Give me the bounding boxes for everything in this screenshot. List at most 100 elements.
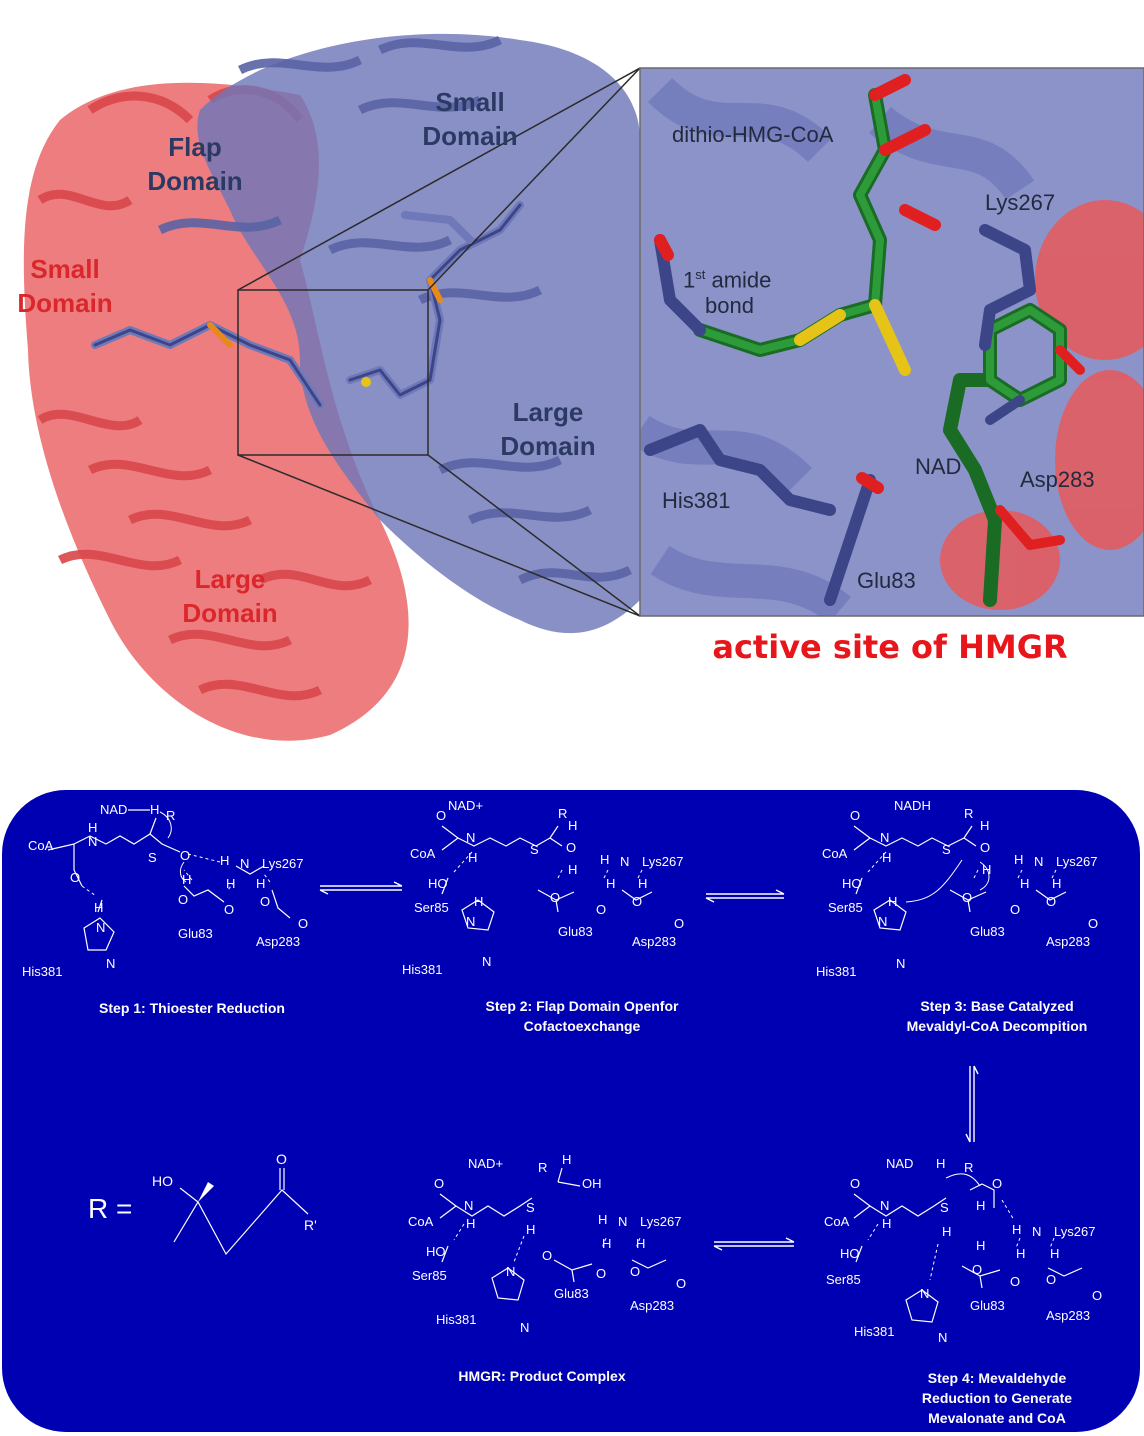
r-group-ho: HO [152, 1173, 173, 1189]
step4-his: His381 [854, 1324, 894, 1339]
step3-n-his: N [878, 914, 887, 929]
step1-glu: Glu83 [178, 926, 213, 941]
equilibrium-arrows [319, 881, 979, 1251]
step4-n-amide: N [880, 1198, 889, 1213]
product-o-asp: O [630, 1264, 640, 1279]
step1-o: O [180, 848, 190, 863]
step2-h: H [568, 818, 577, 833]
small-domain-red-label: Small Domain [0, 252, 130, 320]
zoom-indicator [237, 67, 641, 617]
step4-nad: NAD [886, 1156, 913, 1171]
step1-h-glu: H [182, 872, 191, 887]
large-domain-blue-label: Large Domain [478, 395, 618, 463]
step4-lys: Lys267 [1054, 1224, 1095, 1239]
r-group-structure: HO O R' [152, 1151, 317, 1256]
step4-asp: Asp283 [1046, 1308, 1090, 1323]
step1-h-amide: H [88, 820, 97, 835]
product-n-amide: N [464, 1198, 473, 1213]
step2-h-amide: H [468, 850, 477, 865]
small-domain-red-label-line1: Small [30, 254, 100, 284]
step2-n-lys: N [620, 854, 629, 869]
step2-n-his2: N [482, 954, 491, 969]
step3-o-glu2: O [1010, 902, 1020, 917]
step2-r: R [558, 806, 567, 821]
flap-domain-label: Flap Domain [130, 130, 260, 198]
step4-h-lys: H [1012, 1222, 1021, 1237]
step4-o-asp: O [1046, 1272, 1056, 1287]
step1-coa: CoA [28, 838, 54, 853]
step4-coa: CoA [824, 1214, 850, 1229]
step4-o-amide: O [850, 1176, 860, 1191]
nad-label: NAD [915, 454, 962, 479]
step2-caption: Step 2: Flap Domain Openfor Cofactoexcha… [442, 996, 722, 1036]
large-domain-blue-label-line2: Domain [500, 431, 596, 461]
product-h-amide: H [466, 1216, 475, 1231]
step3-o: O [980, 840, 990, 855]
ligand-sticks [91, 201, 524, 409]
step3-nadh: NADH [894, 798, 931, 813]
step4-glu: Glu83 [970, 1298, 1005, 1313]
step1-o-asp2: O [298, 916, 308, 931]
protein-cartoon-graphic [23, 33, 1144, 741]
step2-his: His381 [402, 962, 442, 977]
step3-o-glu: O [962, 890, 972, 905]
product-complex-structure: NAD+ R H OH O N CoA S H H H N Lys267 HO … [408, 1152, 686, 1335]
step3-glu: Glu83 [970, 924, 1005, 939]
step4-n-his: N [920, 1286, 929, 1301]
product-his: His381 [436, 1312, 476, 1327]
step4-h-c: H [976, 1198, 985, 1213]
step1-n-lys: N [240, 856, 249, 871]
lys267-label: Lys267 [985, 190, 1056, 215]
product-caption-line1: HMGR: Product Complex [458, 1368, 626, 1384]
step1-h-his: H [94, 900, 103, 915]
step2-ho: HO [428, 876, 448, 891]
step2-h-o: H [568, 862, 577, 877]
step1-n-amide: N [88, 834, 97, 849]
amide-bond-label-line2: bond [705, 293, 754, 318]
step3-ho: HO [842, 876, 862, 891]
amide-superscript: st [695, 267, 706, 282]
product-h-lys2: H [602, 1236, 611, 1251]
step2-lys: Lys267 [642, 854, 683, 869]
step2-o-asp2: O [674, 916, 684, 931]
large-domain-red-label-line2: Domain [182, 598, 278, 628]
step3-structure: NADH R H O N CoA S O H H N Lys267 H HO H… [816, 798, 1098, 979]
step3-o-asp: O [1046, 894, 1056, 909]
step2-coa: CoA [410, 846, 436, 861]
step2-s: S [530, 842, 539, 857]
step4-h-amide: H [882, 1216, 891, 1231]
step3-asp: Asp283 [1046, 934, 1090, 949]
step4-caption-line1: Step 4: Mevaldehyde [927, 1370, 1067, 1386]
amide-bond-label: 1st amide [683, 260, 771, 295]
product-n-his: N [506, 1264, 515, 1279]
product-caption: HMGR: Product Complex [412, 1366, 672, 1386]
step4-h-glu: H [976, 1238, 985, 1253]
step3-n-his2: N [896, 956, 905, 971]
product-h-lys: H [598, 1212, 607, 1227]
active-site-title: active site of HMGR [712, 628, 1068, 666]
his381-label: His381 [662, 488, 731, 513]
product-nad-plus: NAD+ [468, 1156, 503, 1171]
step3-h-amide: H [882, 850, 891, 865]
step2-o: O [566, 840, 576, 855]
mechanism-scheme: NAD H R H N CoA S O H N Lys267 O H H H H… [22, 798, 1102, 1345]
step2-caption-line1: Step 2: Flap Domain Openfor [485, 998, 679, 1014]
product-r: R [538, 1160, 547, 1175]
large-domain-red-label-line1: Large [194, 564, 266, 594]
step3-o-asp2: O [1088, 916, 1098, 931]
step4-caption: Step 4: Mevaldehyde Reduction to Generat… [882, 1368, 1112, 1428]
step4-n-his2: N [938, 1330, 947, 1345]
step4-n-lys: N [1032, 1224, 1041, 1239]
amide-number: 1 [683, 267, 696, 293]
product-s: S [526, 1200, 535, 1215]
flap-domain-label-line2: Domain [147, 166, 243, 196]
step3-h: H [980, 818, 989, 833]
step3-h-o: H [982, 862, 991, 877]
large-domain-blue-label-line1: Large [512, 397, 584, 427]
product-lys: Lys267 [640, 1214, 681, 1229]
step2-glu: Glu83 [558, 924, 593, 939]
step4-h-lys2: H [1016, 1246, 1025, 1261]
step4-structure: NAD H R O O N CoA S H H H H N Lys267 H H… [824, 1156, 1102, 1345]
product-ho: HO [426, 1244, 446, 1259]
step3-h-lys2: H [1020, 876, 1029, 891]
